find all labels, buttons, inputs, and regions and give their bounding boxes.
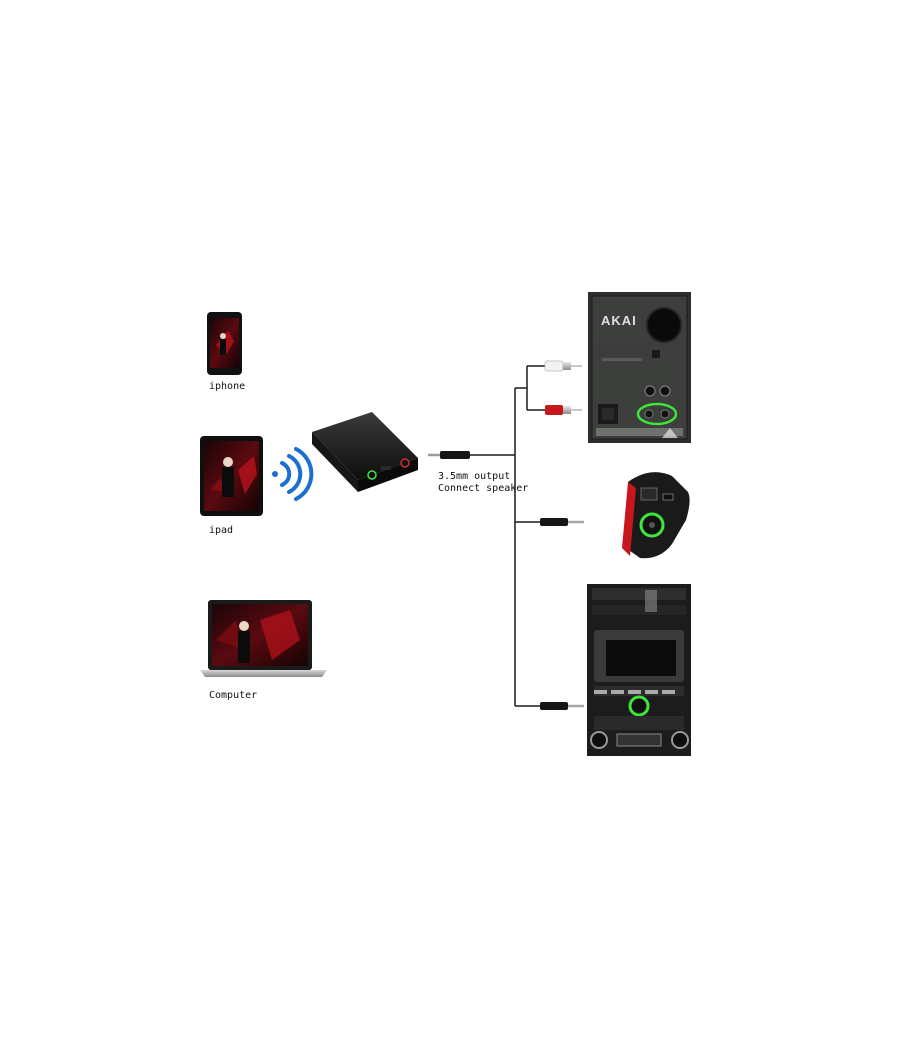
portable-speaker-icon <box>622 472 690 559</box>
tablet-icon <box>200 436 263 516</box>
ipad-label: ipad <box>209 525 234 536</box>
rca-plug-icon <box>544 360 582 415</box>
computer-label: Computer <box>209 690 258 701</box>
audio-plug-icon <box>540 518 584 526</box>
iphone-label: iphone <box>209 381 246 392</box>
output-label-line2: Connect speaker <box>438 483 529 494</box>
cable-lines <box>470 365 545 707</box>
speaker-brand-logo: AKAI <box>601 313 637 328</box>
audio-plug-icon <box>540 702 584 710</box>
car-stereo-icon <box>587 584 691 756</box>
speaker-icon <box>588 292 691 443</box>
bluetooth-waves-icon <box>272 447 314 501</box>
bluetooth-transmitter-icon <box>312 412 418 492</box>
smartphone-icon <box>207 312 242 375</box>
laptop-icon <box>200 600 327 677</box>
audio-plug-icon <box>428 451 470 459</box>
output-label-line1: 3.5mm output <box>438 471 511 482</box>
